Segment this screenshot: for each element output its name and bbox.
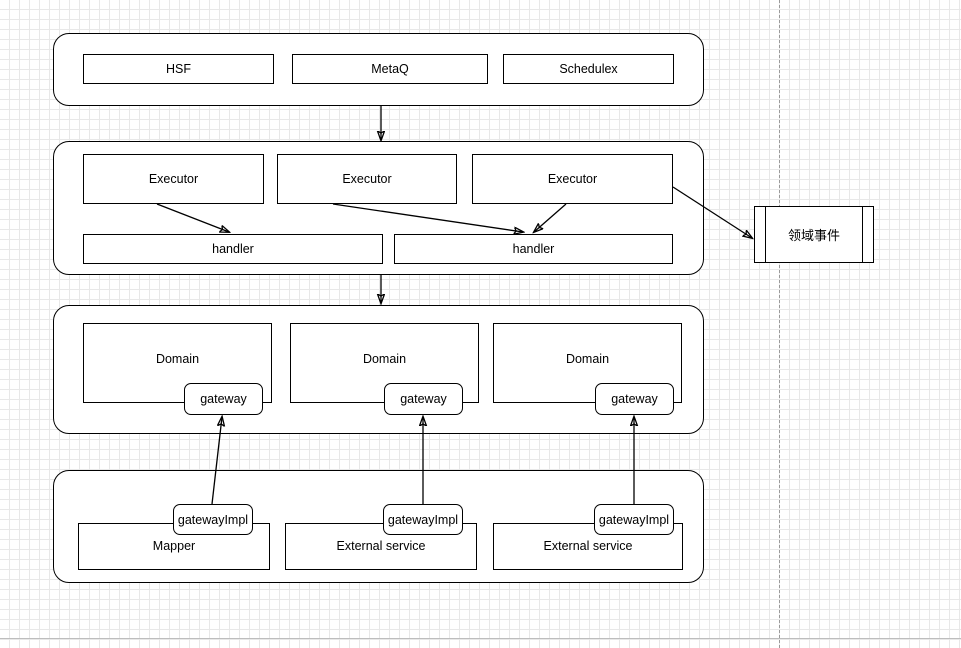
node-schedulex[interactable]: Schedulex — [503, 54, 674, 84]
node-handler-1[interactable]: handler — [83, 234, 383, 264]
page-break-horizontal-line — [0, 638, 961, 639]
node-domain-3[interactable]: Domain — [493, 323, 682, 403]
node-hsf[interactable]: HSF — [83, 54, 274, 84]
node-executor-2-label: Executor — [342, 171, 392, 186]
node-gateway-impl-2-label: gatewayImpl — [387, 512, 459, 527]
node-executor-3-label: Executor — [547, 171, 598, 186]
node-gateway-3[interactable]: gateway — [595, 383, 674, 415]
node-gateway-2-label: gateway — [400, 392, 447, 406]
node-executor-1[interactable]: Executor — [83, 154, 264, 204]
node-handler-2-label: handler — [512, 241, 555, 256]
node-gateway-impl-1[interactable]: gatewayImpl — [173, 504, 253, 535]
node-gateway-impl-2[interactable]: gatewayImpl — [383, 504, 463, 535]
node-gateway-impl-3-label: gatewayImpl — [598, 512, 670, 527]
node-gateway-impl-1-label: gatewayImpl — [177, 512, 249, 527]
node-gateway-2[interactable]: gateway — [384, 383, 463, 415]
node-schedulex-label: Schedulex — [559, 61, 618, 76]
node-metaq-label: MetaQ — [371, 61, 409, 76]
node-executor-1-label: Executor — [148, 171, 199, 186]
node-external-service-2-label: External service — [543, 539, 633, 553]
node-handler-2[interactable]: handler — [394, 234, 673, 264]
node-gateway-1-label: gateway — [200, 392, 247, 406]
node-metaq[interactable]: MetaQ — [292, 54, 488, 84]
node-external-service-1-label: External service — [336, 539, 426, 553]
node-domain-2-label: Domain — [362, 352, 407, 366]
node-domain-3-label: Domain — [565, 352, 610, 366]
node-gateway-3-label: gateway — [611, 392, 658, 406]
page-break-vertical-line — [779, 0, 780, 648]
node-domain-event[interactable]: 领域事件 — [754, 206, 874, 263]
node-hsf-label: HSF — [166, 61, 191, 76]
node-domain-1-label: Domain — [155, 352, 200, 366]
node-gateway-1[interactable]: gateway — [184, 383, 263, 415]
node-handler-1-label: handler — [212, 241, 254, 256]
node-executor-3[interactable]: Executor — [472, 154, 673, 204]
node-executor-2[interactable]: Executor — [277, 154, 457, 204]
node-domain-event-label: 领域事件 — [787, 228, 840, 243]
node-gateway-impl-3[interactable]: gatewayImpl — [594, 504, 674, 535]
node-mapper-label: Mapper — [152, 539, 196, 553]
